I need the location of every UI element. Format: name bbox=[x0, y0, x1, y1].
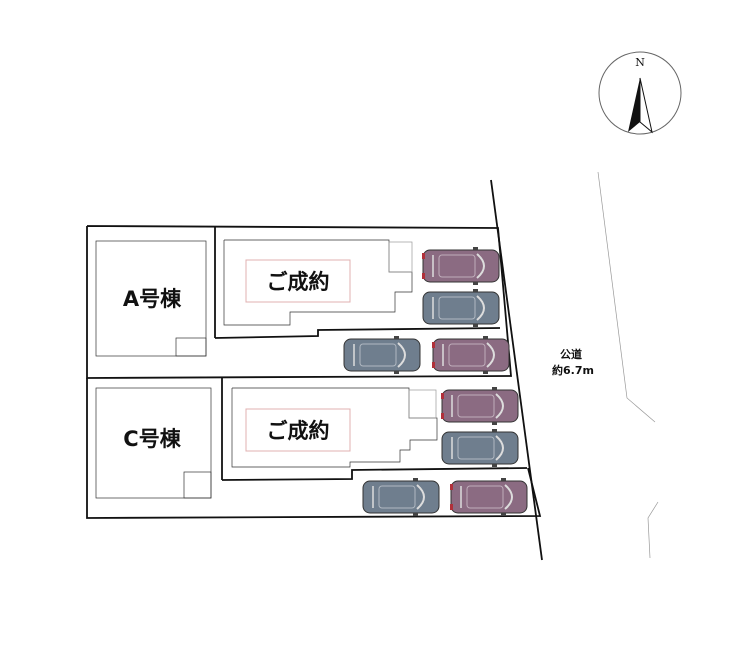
lot-b-lower-edge bbox=[214, 327, 501, 339]
car-taillight bbox=[432, 362, 435, 368]
car-windshield bbox=[476, 295, 485, 321]
parked-cars bbox=[343, 247, 528, 516]
car-mirror bbox=[473, 324, 478, 327]
car bbox=[422, 247, 500, 285]
car-mirror bbox=[501, 513, 506, 516]
lot-c-label: C号棟 bbox=[123, 427, 181, 451]
car-taillight bbox=[450, 504, 453, 510]
lot-a-label: A号棟 bbox=[123, 287, 182, 311]
car bbox=[441, 429, 519, 467]
car-mirror bbox=[394, 336, 399, 339]
car bbox=[422, 289, 500, 327]
car-roof bbox=[359, 343, 397, 367]
car-mirror bbox=[492, 464, 497, 467]
car-mirror bbox=[501, 478, 506, 481]
compass: N bbox=[598, 51, 682, 135]
car-windshield bbox=[416, 484, 425, 510]
building-c bbox=[95, 387, 212, 499]
lower-parcel-boundary bbox=[86, 378, 542, 519]
sold-stamp-d: ご成約 bbox=[245, 408, 351, 452]
sold-box bbox=[245, 259, 351, 303]
car-windshield bbox=[397, 342, 406, 368]
car bbox=[362, 478, 440, 516]
car bbox=[441, 387, 519, 425]
car bbox=[343, 336, 421, 374]
car-mirror bbox=[492, 429, 497, 432]
car bbox=[450, 478, 528, 516]
car-taillight bbox=[441, 393, 444, 399]
north-label: N bbox=[635, 56, 645, 69]
sold-box bbox=[245, 408, 351, 452]
car-mirror bbox=[413, 513, 418, 516]
building-a bbox=[95, 240, 207, 357]
sold-stamp-b: ご成約 bbox=[245, 259, 351, 303]
building-b-step bbox=[388, 241, 413, 273]
car-roof bbox=[457, 394, 495, 418]
car-roof bbox=[438, 296, 476, 320]
parcel-boundaries bbox=[86, 225, 542, 519]
road-label: 公道 約6.7m bbox=[552, 347, 594, 377]
road-width: 約6.7m bbox=[552, 363, 594, 377]
building-c-porch bbox=[183, 471, 212, 499]
car-mirror bbox=[483, 336, 488, 339]
car-mirror bbox=[394, 371, 399, 374]
car-mirror bbox=[492, 422, 497, 425]
car-roof bbox=[378, 485, 416, 509]
sold-label: ご成約 bbox=[267, 419, 330, 443]
lot-d-lower-edge bbox=[221, 467, 528, 481]
building-a-porch bbox=[175, 337, 207, 357]
car-mirror bbox=[413, 478, 418, 481]
car-mirror bbox=[473, 247, 478, 250]
car-roof bbox=[466, 485, 504, 509]
car-mirror bbox=[473, 282, 478, 285]
car-mirror bbox=[492, 387, 497, 390]
car-taillight bbox=[432, 342, 435, 348]
car-windshield bbox=[476, 253, 485, 279]
compass-needle-light bbox=[639, 77, 653, 134]
road-edge-right-lower bbox=[647, 501, 659, 559]
car-roof bbox=[457, 436, 495, 460]
upper-parcel-boundary bbox=[86, 225, 512, 379]
road-edge-right-upper bbox=[597, 171, 656, 423]
car-windshield bbox=[486, 342, 495, 368]
car-taillight bbox=[422, 273, 425, 279]
car-mirror bbox=[483, 371, 488, 374]
car-windshield bbox=[495, 393, 504, 419]
building-d-step bbox=[408, 389, 437, 419]
car bbox=[432, 336, 510, 374]
car-mirror bbox=[473, 289, 478, 292]
building-footprints bbox=[95, 239, 438, 499]
car-roof bbox=[438, 254, 476, 278]
road-name: 公道 bbox=[560, 347, 582, 361]
car-taillight bbox=[422, 253, 425, 259]
compass-needle-dark bbox=[628, 78, 640, 132]
car-roof bbox=[448, 343, 486, 367]
car-windshield bbox=[495, 435, 504, 461]
sold-label: ご成約 bbox=[267, 270, 330, 294]
car-taillight bbox=[441, 413, 444, 419]
car-windshield bbox=[504, 484, 513, 510]
car-taillight bbox=[450, 484, 453, 490]
